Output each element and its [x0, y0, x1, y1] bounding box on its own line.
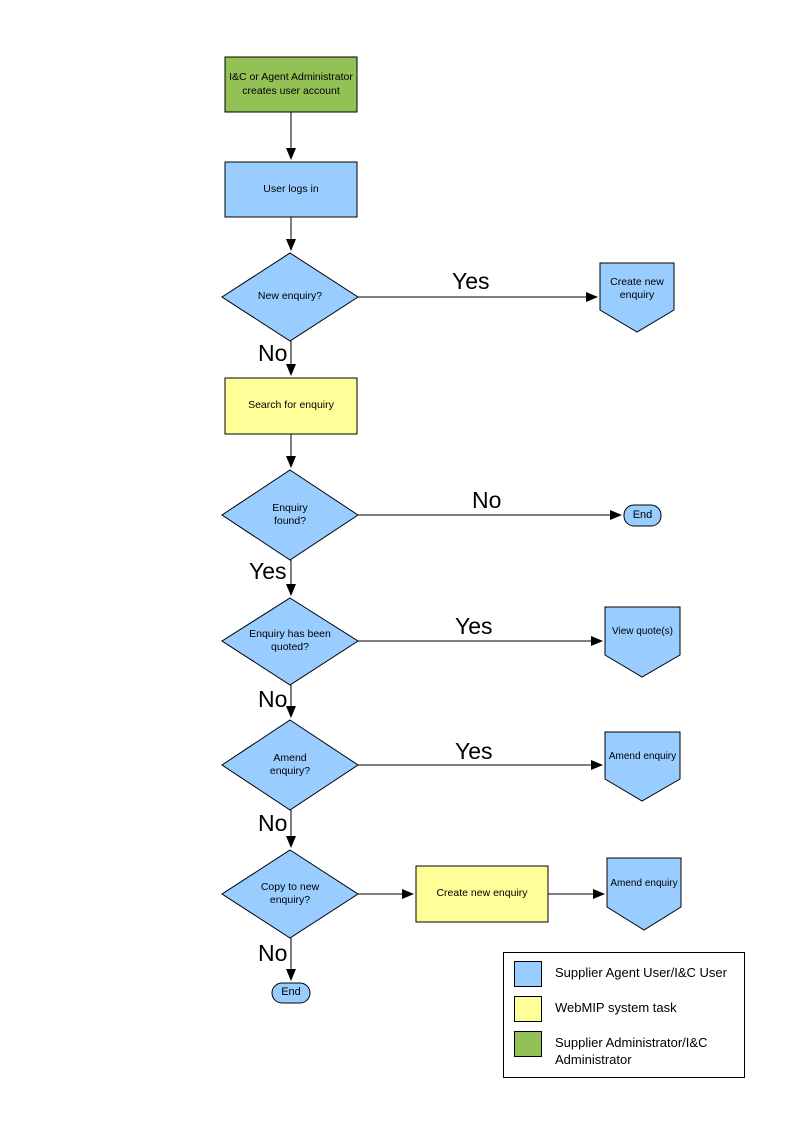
legend-item-admin: Supplier Administrator/I&C Administrator	[514, 1031, 734, 1069]
terminator-end-bottom	[271, 982, 311, 1004]
terminator-end-top	[623, 504, 662, 527]
legend-label-admin: Supplier Administrator/I&C Administrator	[555, 1035, 708, 1067]
process-create-account	[224, 56, 358, 113]
legend-swatch-user	[514, 961, 542, 988]
offpage-amend-enquiry-1	[604, 731, 681, 802]
offpage-amend-enquiry-2	[606, 857, 682, 931]
process-user-logs-in	[224, 161, 358, 218]
offpage-view-quotes	[604, 606, 681, 678]
decision-enquiry-quoted	[221, 597, 359, 686]
legend: Supplier Agent User/I&C User WebMIP syst…	[503, 952, 745, 1078]
legend-label-user: Supplier Agent User/I&C User	[555, 965, 727, 981]
decision-enquiry-found	[221, 469, 359, 561]
legend-swatch-admin	[514, 1031, 542, 1058]
offpage-create-new-enquiry	[599, 262, 675, 333]
decision-new-enquiry	[221, 252, 359, 342]
legend-item-user: Supplier Agent User/I&C User	[514, 961, 734, 988]
process-search-for-enquiry	[224, 377, 358, 435]
legend-item-system-task: WebMIP system task	[514, 996, 734, 1023]
process-create-new-enquiry-task	[415, 865, 549, 923]
decision-copy-to-new-enquiry	[221, 849, 359, 939]
decision-amend-enquiry	[221, 719, 359, 811]
legend-label-system-task: WebMIP system task	[555, 1000, 677, 1016]
legend-swatch-system-task	[514, 996, 542, 1023]
flow-connectors	[286, 112, 622, 981]
